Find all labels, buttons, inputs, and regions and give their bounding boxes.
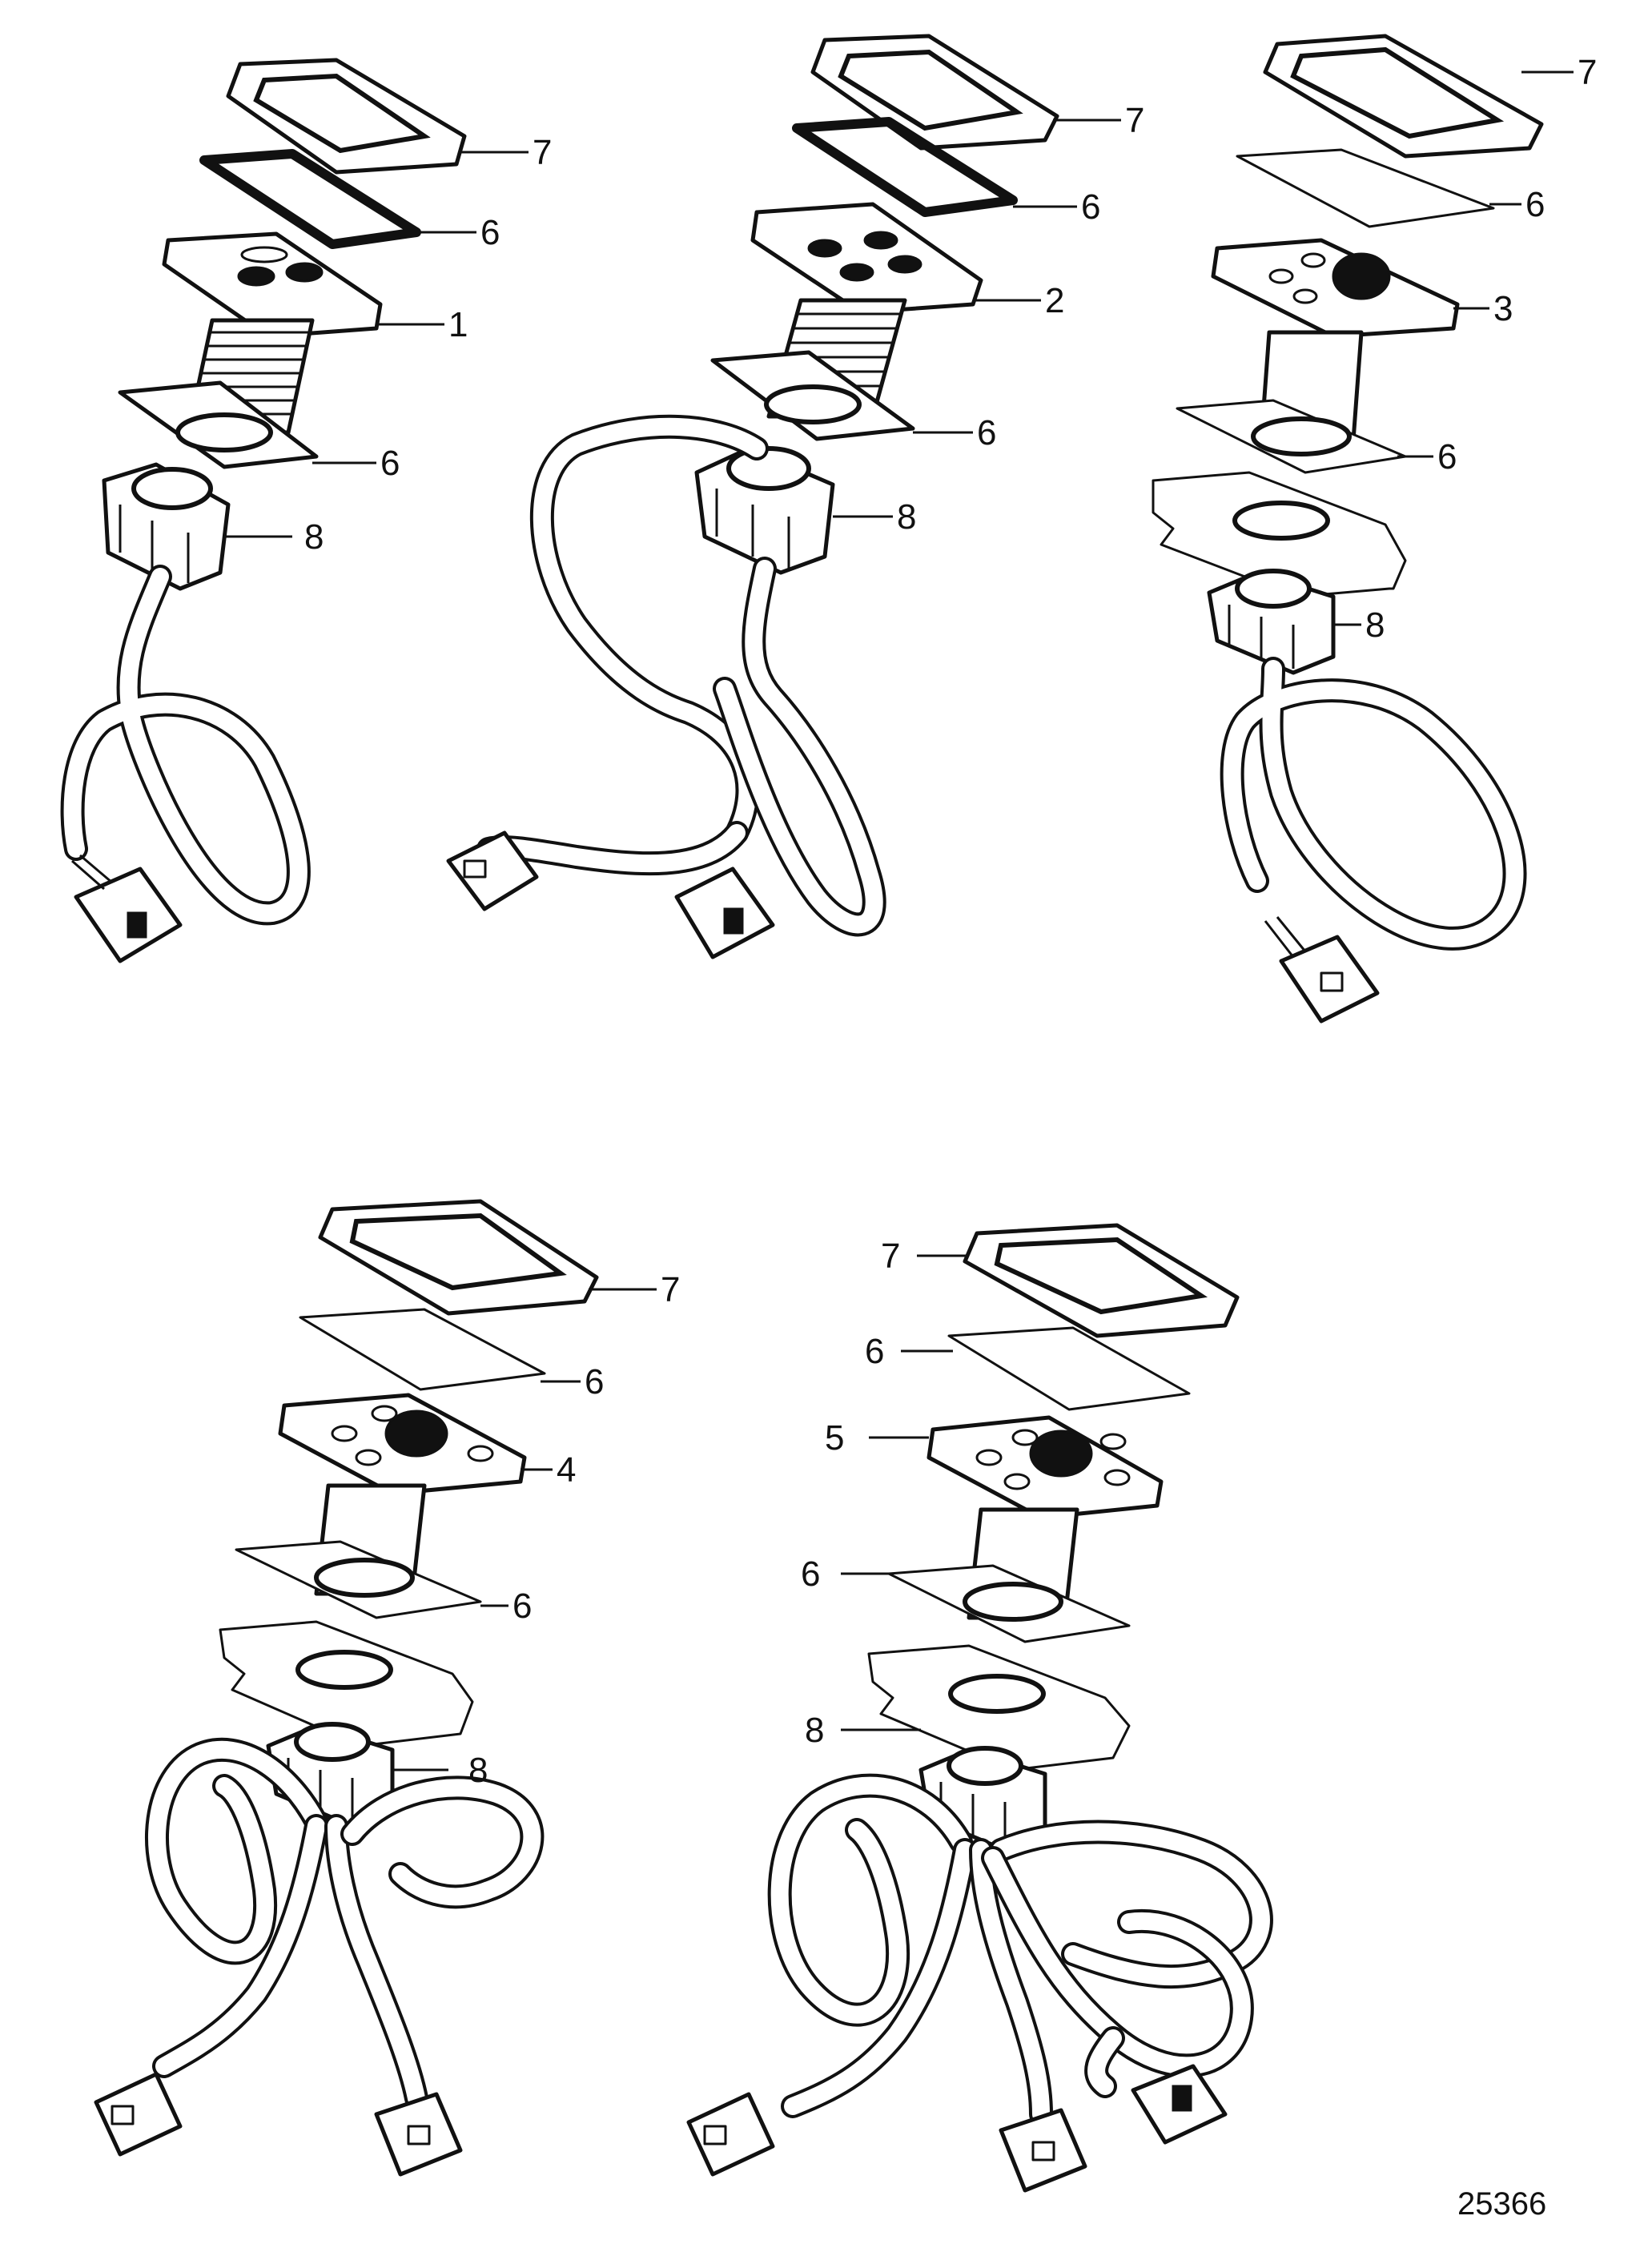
mounting-gasket [118,380,319,469]
callout-label: 7 [533,133,552,172]
callout-label: 8 [1365,605,1385,645]
switch-panel [1211,238,1460,339]
switch-panel [278,1393,527,1496]
connector-plug [71,854,183,963]
mounting-panel-section [867,1644,1131,1771]
callout-label: 6 [585,1362,604,1401]
mounting-panel-section [219,1620,474,1747]
callout-label: 7 [1125,101,1144,140]
callout-label: 8 [805,1711,824,1750]
switch-assembly-5: 7 6 5 6 8 [686,1223,1273,2193]
mounting-gasket [887,1564,1131,1643]
mounting-panel-section [1152,471,1407,598]
callout-label: 6 [865,1332,884,1371]
connector-plug [674,867,775,959]
wire-harness [1220,657,1527,951]
gasket [947,1326,1191,1411]
connector-plug [374,2092,463,2177]
lock-nut [102,462,231,591]
wire-harness [60,565,311,926]
callout-label: 6 [977,413,996,452]
callout-label: 7 [661,1270,680,1309]
wire-harness [145,1737,545,2110]
connector-plug [94,2072,183,2157]
gasket [299,1308,546,1391]
callout-label: 8 [468,1751,488,1790]
callout-label: 7 [881,1237,900,1276]
bezel-ring [318,1199,599,1316]
switch-assembly-2: 7 6 2 6 8 [446,34,1144,959]
callout-label: 6 [1081,187,1100,227]
connector-plug [1131,2064,1228,2145]
callout-label: 8 [897,497,916,537]
callout-label: 4 [557,1450,576,1490]
bezel-ring [226,58,467,175]
wire-harness [476,414,886,937]
callout-label: 7 [1578,53,1597,92]
callout-label: 6 [1525,185,1545,224]
wire-harness [767,1773,1273,2126]
callout-label: 6 [480,213,500,252]
switch-panel [162,231,383,339]
callout-label: 1 [448,305,468,344]
callout-label: 6 [380,444,400,483]
switch-panel [750,202,983,315]
callout-label: 6 [512,1586,532,1626]
bezel-ring [810,34,1059,151]
lock-nut [694,446,835,575]
bezel-ring [963,1223,1240,1338]
callout-label: 2 [1045,281,1064,320]
connector-plug [446,830,539,911]
connector-plug [999,2108,1087,2193]
gasket [792,117,1018,217]
connector-plug [1264,916,1380,1023]
callout-label: 3 [1493,289,1513,328]
figure-number: 25366 [1457,2186,1546,2222]
switch-panel [926,1415,1164,1520]
callout-label: 6 [1437,437,1457,477]
mounting-gasket [710,350,915,441]
callout-label: 5 [825,1418,844,1458]
switch-assembly-4: 7 6 4 6 8 [94,1199,680,2177]
callout-label: 8 [304,517,324,557]
connector-plug [686,2092,775,2177]
mounting-gasket [1176,399,1407,474]
lock-nut [1207,569,1336,675]
callout-label: 6 [801,1554,820,1594]
gasket [1236,148,1495,228]
bezel-ring [1263,34,1544,159]
switch-assembly-3: 7 6 3 6 8 [1152,34,1597,1023]
mounting-gasket [235,1540,482,1619]
switch-assembly-1: 7 6 1 6 8 [60,58,552,963]
